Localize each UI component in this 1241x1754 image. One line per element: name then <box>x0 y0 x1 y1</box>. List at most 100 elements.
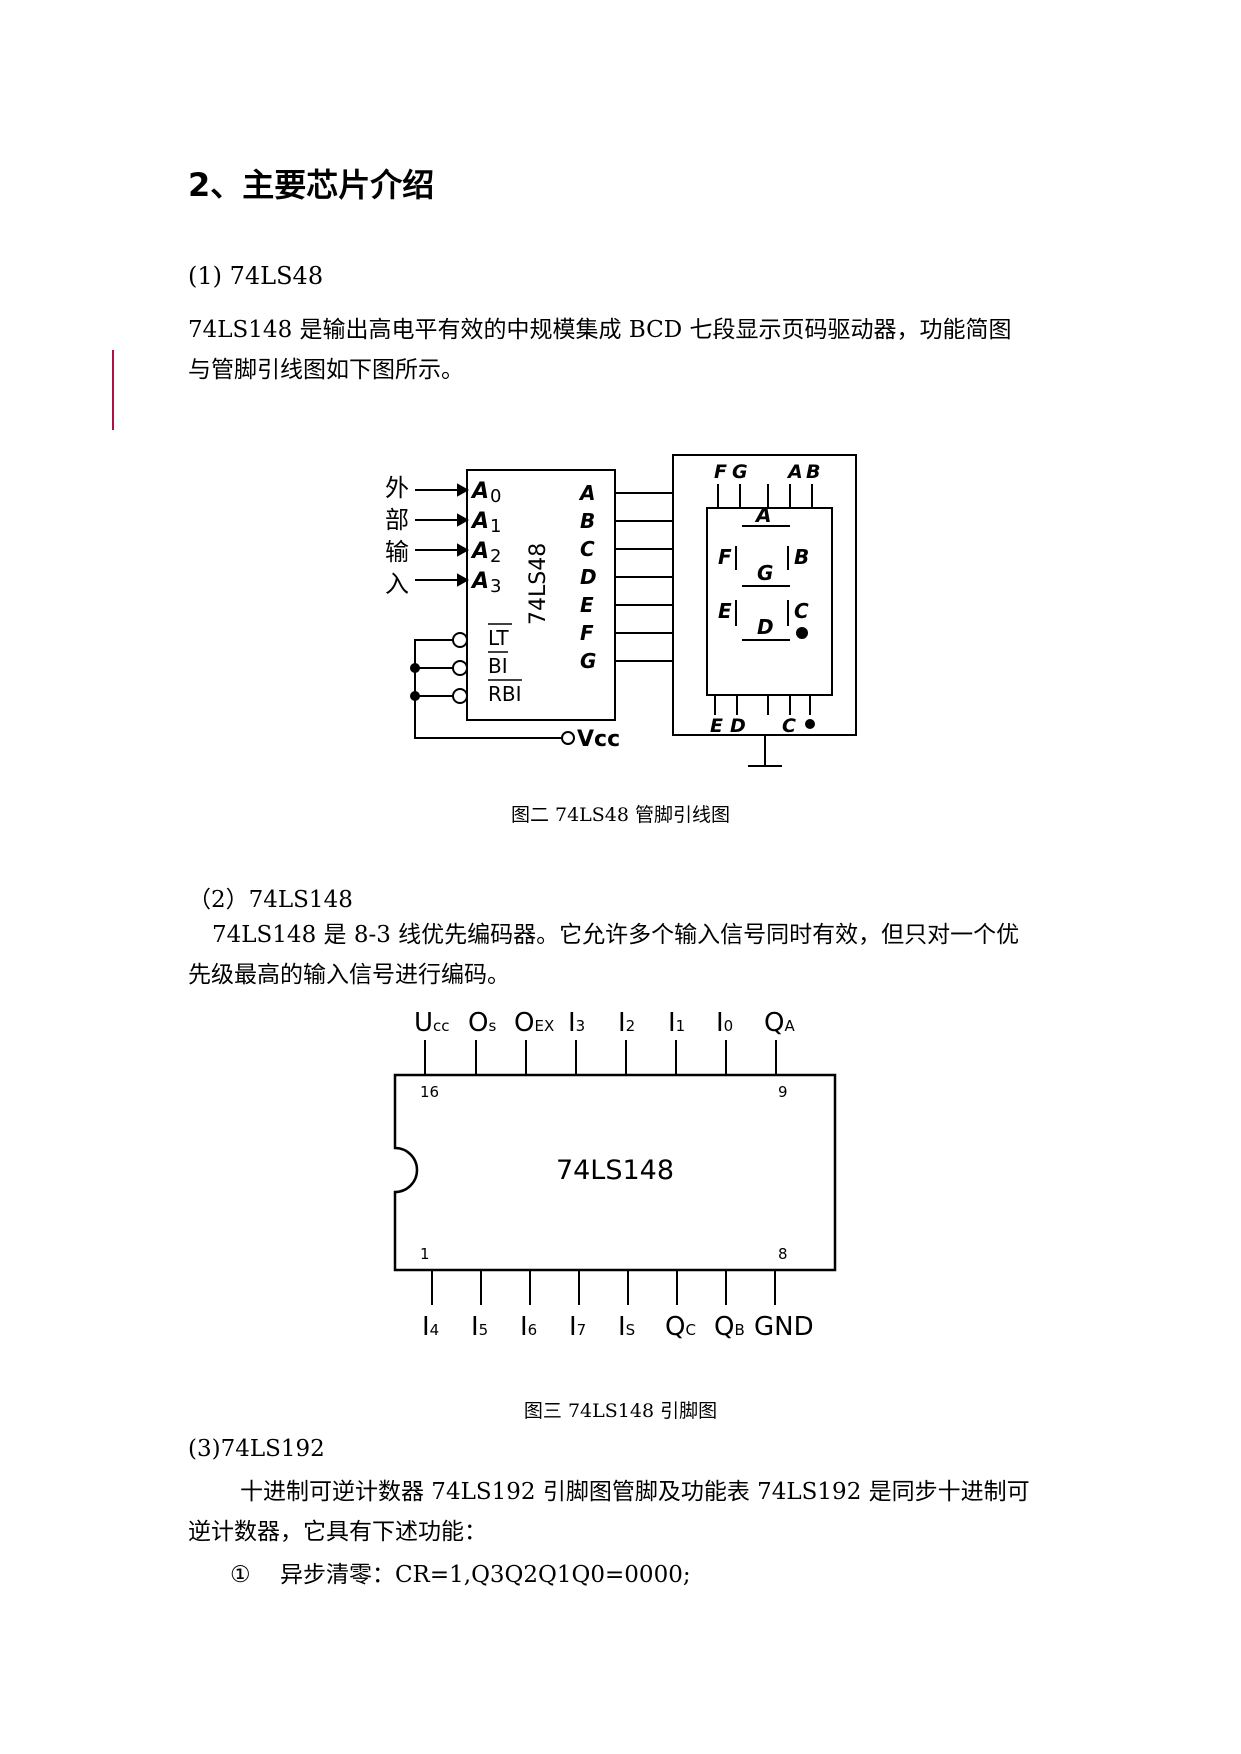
output-label: F <box>580 621 594 645</box>
bottom-pin-main: I <box>422 1312 430 1342</box>
paragraph-line: 逆计数器，它具有下述功能： <box>188 1519 487 1545</box>
pin-number-1: 1 <box>420 1245 430 1263</box>
bottom-pin-main: I <box>471 1312 479 1342</box>
top-pin-main: I <box>716 1008 724 1038</box>
bottom-pin-sub: 5 <box>479 1321 489 1339</box>
output-label: E <box>580 593 594 617</box>
svg-text:I6: I6 <box>520 1312 537 1342</box>
bottom-pin-sub: B <box>734 1321 744 1339</box>
input-index: 3 <box>490 576 501 597</box>
left-label: 入 <box>385 570 409 598</box>
top-pin-sub: s <box>488 1017 496 1035</box>
input-index: 0 <box>490 486 501 507</box>
svg-text:IS: IS <box>618 1312 635 1342</box>
chip-74ls148-body <box>393 1073 837 1272</box>
left-label: 外 <box>385 474 409 502</box>
paragraph-74ls148: 74LS148 是 8-3 线优先编码器。它允许多个输入信号同时有效，但只对一个… <box>188 915 1068 995</box>
left-label: 输 <box>385 538 409 566</box>
display-inner-box <box>706 507 833 696</box>
fig3-74ls148-pinout: Ucc Os OEX I3 I2 I1 I0 QA 16 9 1 8 74LS1… <box>393 1008 837 1342</box>
fig2-74ls48-diagram: 外 部 输 入 A A A A 0 1 2 3 74LS48 LT BI RBI <box>385 454 857 767</box>
segment-label-b: B <box>794 545 809 569</box>
top-pin-main: Q <box>764 1008 784 1038</box>
display-top-pin: F <box>714 461 727 483</box>
segment-label-d: D <box>757 615 774 639</box>
display-outer-box <box>672 454 857 736</box>
top-pin-main: I <box>568 1008 576 1038</box>
svg-text:I4: I4 <box>422 1312 439 1342</box>
top-pin-main: O <box>514 1008 534 1038</box>
svg-text:GND: GND <box>754 1312 814 1342</box>
output-label: B <box>580 509 595 533</box>
bottom-pin-main: Q <box>665 1312 685 1342</box>
fig3-caption: 图三 74LS148 引脚图 <box>523 1400 718 1422</box>
top-pin-sub: 0 <box>724 1017 734 1035</box>
bottom-pin-main: I <box>569 1312 577 1342</box>
top-pin-main: I <box>618 1008 626 1038</box>
segment-label-a: A <box>754 503 771 527</box>
bottom-pin-sub: C <box>685 1321 695 1339</box>
svg-text:Ucc: Ucc <box>414 1008 450 1038</box>
vcc-label: Vcc <box>577 727 620 752</box>
subsection-title-74ls148: （2）74LS148 <box>188 887 353 913</box>
control-pin-lt: LT <box>488 626 509 650</box>
svg-text:I5: I5 <box>471 1312 488 1342</box>
top-pin-sub: cc <box>433 1017 450 1035</box>
control-pin-bi: BI <box>488 654 508 678</box>
left-label: 部 <box>385 506 409 534</box>
input-letter: A <box>470 569 489 594</box>
input-index: 2 <box>490 546 501 567</box>
svg-text:I3: I3 <box>568 1008 585 1038</box>
display-top-pin: G <box>732 461 748 483</box>
input-index: 1 <box>490 516 501 537</box>
paragraph-74ls192: 十进制可逆计数器 74LS192 引脚图管脚及功能表 74LS192 是同步十进… <box>188 1472 1068 1552</box>
top-pin-sub: 1 <box>676 1017 686 1035</box>
svg-text:QC: QC <box>665 1312 696 1342</box>
subsection-title-74ls192: (3)74LS192 <box>188 1436 325 1462</box>
bottom-pin-sub: 6 <box>528 1321 538 1339</box>
svg-text:QB: QB <box>714 1312 745 1342</box>
segment-label-e: E <box>718 599 732 623</box>
svg-text:OEX: OEX <box>514 1008 554 1038</box>
control-pin-rbi: RBI <box>488 682 522 706</box>
chip-74ls48-body <box>466 469 616 721</box>
paragraph-line: 与管脚引线图如下图所示。 <box>188 357 464 383</box>
svg-text:I2: I2 <box>618 1008 635 1038</box>
input-letter: A <box>470 509 489 534</box>
svg-text:I0: I0 <box>716 1008 733 1038</box>
svg-text:QA: QA <box>764 1008 795 1038</box>
pin-number-16: 16 <box>420 1083 439 1101</box>
pin-number-9: 9 <box>778 1083 788 1101</box>
top-pin-main: O <box>468 1008 488 1038</box>
subsection-title-74ls48: (1) 74LS48 <box>188 262 324 290</box>
svg-text:I1: I1 <box>668 1008 685 1038</box>
display-bottom-pin: C <box>782 715 796 737</box>
list-marker: ① <box>230 1562 251 1588</box>
segment-label-c: C <box>794 599 809 623</box>
top-pin-sub: 2 <box>626 1017 636 1035</box>
bottom-pin-sub: 7 <box>577 1321 587 1339</box>
segment-label-f: F <box>718 545 732 569</box>
svg-text:I7: I7 <box>569 1312 586 1342</box>
display-top-pin: B <box>806 461 820 483</box>
top-pin-main: I <box>668 1008 676 1038</box>
bottom-pin-main: GND <box>754 1312 814 1342</box>
fig2-caption: 图二 74LS48 管脚引线图 <box>510 804 731 826</box>
paragraph-74ls48: 74LS148 是输出高电平有效的中规模集成 BCD 七段显示页码驱动器，功能简… <box>188 310 1068 390</box>
bottom-pin-main: I <box>520 1312 528 1342</box>
top-pin-main: U <box>414 1008 433 1038</box>
paragraph-line: 先级最高的输入信号进行编码。 <box>188 962 510 988</box>
output-label: C <box>580 537 595 561</box>
top-pin-sub: A <box>784 1017 795 1035</box>
output-label: D <box>580 565 597 589</box>
display-bottom-pin: E <box>710 715 723 737</box>
list-item-text: 异步清零：CR=1,Q3Q2Q1Q0=0000; <box>279 1562 691 1588</box>
svg-text:Os: Os <box>468 1008 496 1038</box>
bottom-pin-main: I <box>618 1312 626 1342</box>
input-arrows <box>415 483 470 587</box>
list-item-async-clear: ① 异步清零：CR=1,Q3Q2Q1Q0=0000; <box>230 1555 691 1589</box>
display-bottom-pin: D <box>730 715 746 737</box>
segment-label-g: G <box>757 561 773 585</box>
paragraph-line: 十进制可逆计数器 74LS192 引脚图管脚及功能表 74LS192 是同步十进… <box>240 1479 1030 1505</box>
bottom-pin-sub: S <box>626 1321 636 1339</box>
